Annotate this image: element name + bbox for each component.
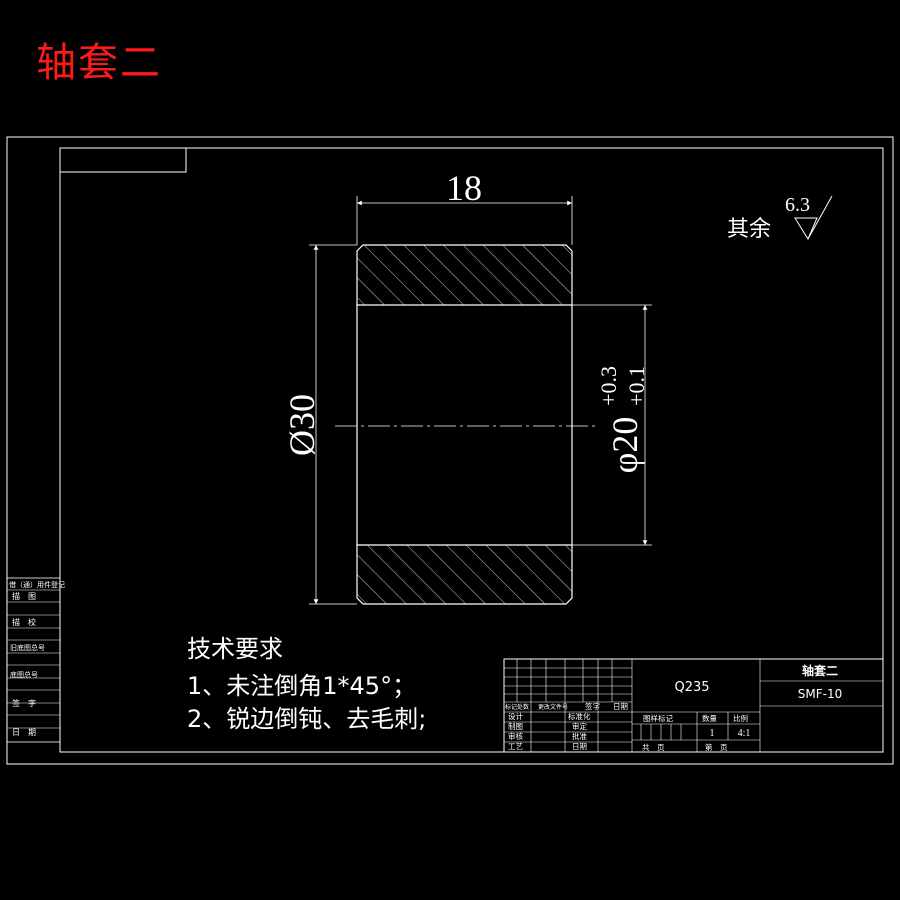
tb-approve-final: 审定 [572,721,587,731]
tb-change-sign: 签字 [585,701,600,711]
left-row-base-no: 底图总号 [10,670,38,679]
inner-dia-label: φ20 [605,417,645,474]
tb-change-mark: 标记处数 [505,703,529,711]
bushing-section [335,244,595,605]
bottom-wall-hatch [356,544,573,605]
tb-drafter: 制图 [508,721,523,731]
tb-stage-label: 图样标记 [643,713,673,723]
tb-process: 工艺 [508,742,523,751]
tb-change-date: 日期 [613,702,628,711]
tolerance-upper: +0.3 [596,366,621,406]
tb-approve: 批准 [572,731,587,741]
corner-box [59,147,187,173]
left-side-block: 借（通）用件登记 描 图 描 校 旧底图总号 底图总号 签 字 日 期 [6,577,65,743]
tb-scale-label: 比例 [733,713,748,723]
left-row-trace: 描 图 [12,591,36,601]
outer-border [6,136,894,765]
tb-sheets: 共 页 [642,743,665,752]
outer-dia-label: Ø30 [282,394,322,456]
outer-dia-dimension: Ø30 [282,244,357,605]
title-block: 标记处数 更改文件号 签字 日期 设计 制图 审核 工艺 标准化 审定 批准 日… [503,658,884,753]
roughness-symbol-icon [794,195,833,241]
surface-label: 其余 [727,217,771,242]
left-row-borrow: 借（通）用件登记 [9,580,65,589]
left-row-date: 日 期 [12,728,36,737]
top-wall-hatch [356,244,573,306]
technical-requirements: 技术要求 1、未注倒角1*45°； 2、锐边倒钝、去毛刺; [187,635,426,733]
left-row-old-no: 旧底图总号 [10,643,45,652]
tech-heading: 技术要求 [187,635,283,663]
surface-roughness: 其余 6.3 [727,194,833,242]
drawing-title: 轴套二 [36,40,162,86]
tb-standard: 标准化 [568,711,591,721]
tb-sheet: 第 页 [705,742,728,752]
tb-change-file: 更改文件号 [538,703,568,711]
tb-date: 日期 [572,742,587,751]
tech-line-2: 2、锐边倒钝、去毛刺; [187,705,426,733]
inner-dia-dimension: φ20 +0.3 +0.1 [572,304,652,546]
length-dimension: 18 [356,168,573,245]
tb-scale-value: 4:1 [738,728,751,739]
tb-drawing-no: SMF-10 [798,687,842,701]
left-row-check: 描 校 [12,617,36,627]
tech-line-1: 1、未注倒角1*45°； [187,672,416,700]
roughness-value: 6.3 [785,194,810,216]
left-row-sign: 签 字 [12,698,36,708]
tb-designer: 设计 [508,711,523,721]
inner-border [59,147,884,753]
tolerance-lower: +0.1 [624,366,649,406]
length-label: 18 [446,168,482,208]
tb-qty-value: 1 [710,728,715,739]
tb-qty-label: 数量 [702,713,717,723]
tb-checker: 审核 [508,731,523,741]
tb-part-name: 轴套二 [802,663,838,678]
tb-material: Q235 [674,680,709,695]
